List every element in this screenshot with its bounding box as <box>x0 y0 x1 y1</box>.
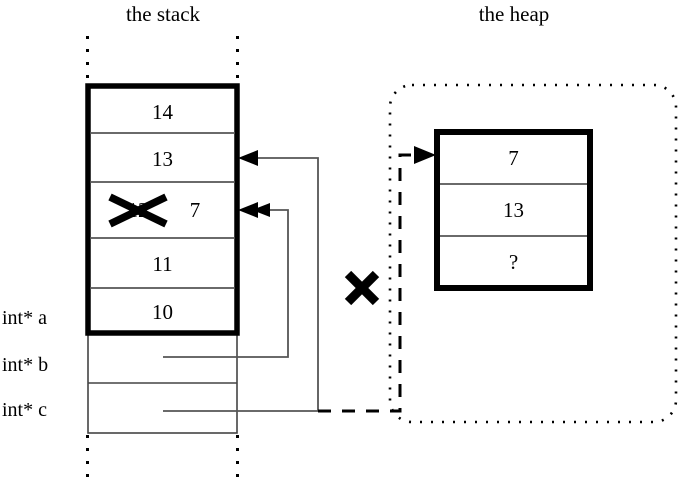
stack-cell-value-3: 11 <box>152 252 173 276</box>
pointer-c-connector <box>163 150 319 412</box>
stack-cell-struck-value-2: 12 <box>127 198 149 222</box>
heap-cell-value-0: 7 <box>508 146 519 170</box>
stack-cell-value-2: 7 <box>189 198 201 222</box>
stack-label-int-a: int* a <box>2 307 47 329</box>
dangling-pointer-arrowhead <box>414 146 436 164</box>
heap-title: the heap <box>478 2 550 26</box>
heap-cell-value-2: ? <box>508 250 519 274</box>
stack-label-int-b: int* b <box>2 354 49 376</box>
pointer-b-arrowhead <box>252 203 270 217</box>
stack-label-int-c: int* c <box>2 399 47 421</box>
pointer-b-connector <box>163 202 289 358</box>
stack-cell-value-4: 10 <box>152 300 173 324</box>
heap-region-boundary <box>388 83 678 424</box>
struck-value-x-icon <box>108 193 168 228</box>
stack-cell-value-0: 14 <box>152 100 173 124</box>
stack-cell-value-1: 13 <box>152 147 173 171</box>
dangling-pointer-dashed-line <box>318 146 436 413</box>
heap-block-box <box>434 129 593 291</box>
stack-frame-box <box>85 83 240 336</box>
heap-cell-value-1: 13 <box>503 198 524 222</box>
invalid-pointer-x-icon <box>344 270 380 306</box>
stack-title: the stack <box>125 2 201 26</box>
